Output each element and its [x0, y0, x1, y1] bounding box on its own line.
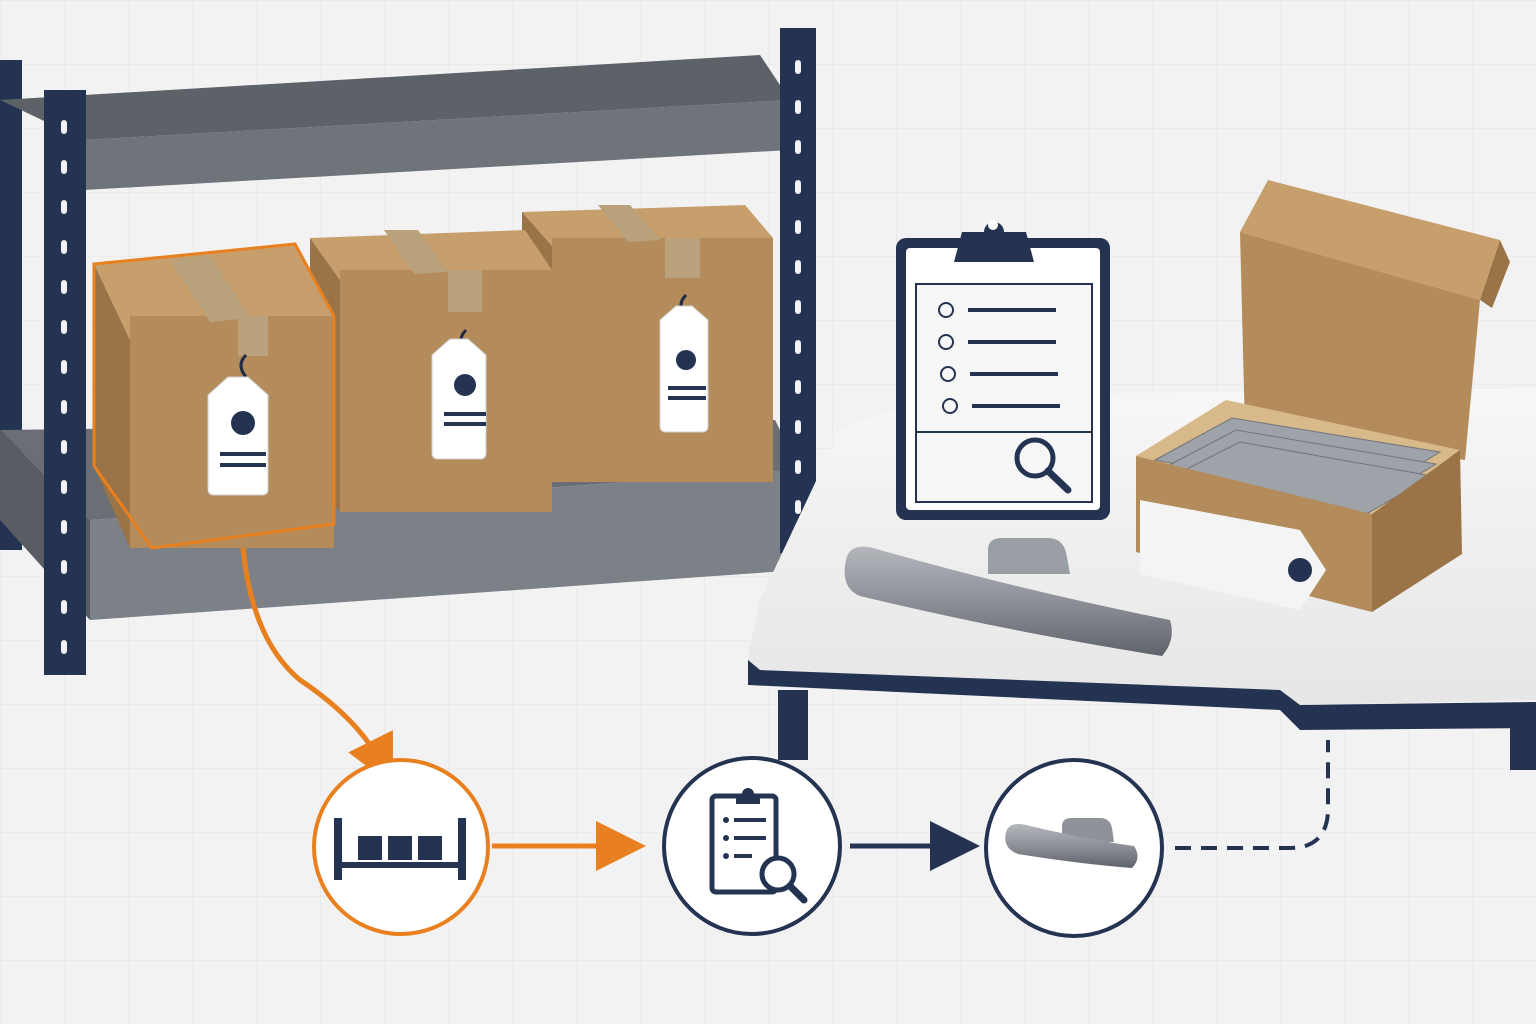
step-storage-node[interactable] — [312, 758, 490, 936]
shelf-icon — [334, 818, 466, 880]
clipboard-checklist[interactable] — [896, 220, 1110, 520]
wheel-balance-weight[interactable] — [844, 538, 1172, 656]
label-tag-icon — [431, 328, 487, 460]
selection-outline — [92, 242, 336, 550]
magnifier-icon — [1014, 437, 1072, 494]
clipboard-search-icon — [709, 788, 808, 904]
step-inspection-node[interactable] — [662, 756, 842, 936]
label-tag-icon — [659, 293, 709, 433]
stacked-weights — [1153, 417, 1442, 521]
connector-box-to-storage — [240, 547, 393, 786]
connector-weight-to-table — [1175, 740, 1330, 850]
step-weight-node[interactable] — [984, 758, 1164, 938]
label-tag-icon — [207, 353, 269, 496]
shelf-post-left — [44, 90, 86, 675]
cardboard-box-2[interactable] — [310, 230, 552, 512]
cardboard-box-3[interactable] — [522, 205, 773, 482]
cardboard-box-1-selected[interactable] — [92, 242, 336, 550]
open-box-of-weights[interactable] — [1136, 180, 1510, 612]
wheel-weight-icon — [1005, 818, 1138, 868]
